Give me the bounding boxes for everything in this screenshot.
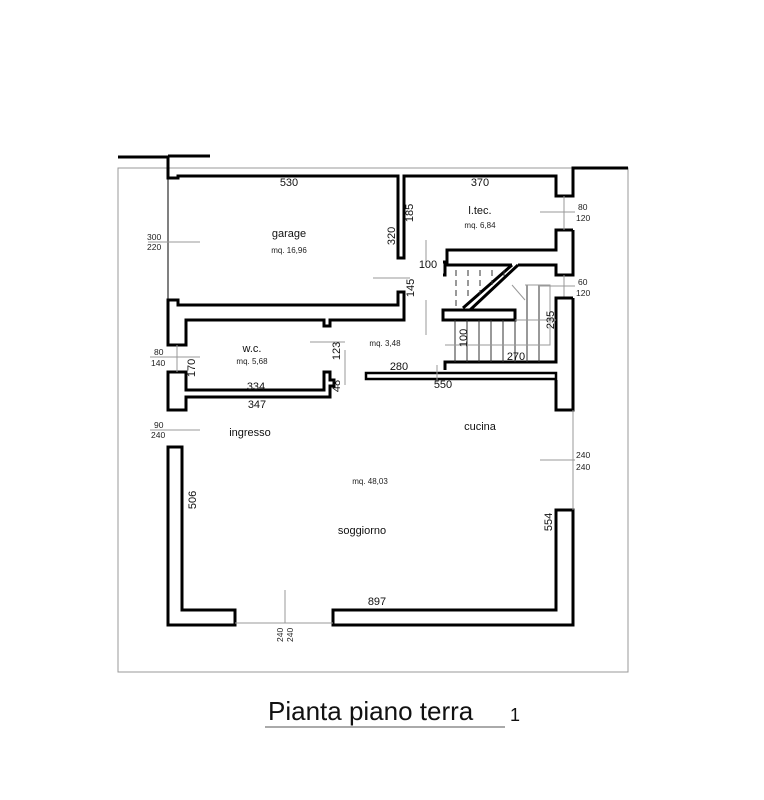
dim-554: 554 <box>543 513 555 531</box>
room-area-hall: mq. 3,48 <box>369 339 401 348</box>
garage-bottom-wall <box>166 290 406 347</box>
dim-897: 897 <box>368 596 386 608</box>
room-label-ingresso: ingresso <box>229 427 271 439</box>
dim-280: 280 <box>390 361 408 373</box>
room-area-garage: mq. 16,96 <box>271 246 307 255</box>
room-area-ltec: mq. 6,84 <box>464 221 496 230</box>
dim-100a: 100 <box>419 259 437 271</box>
opening-5-top: 60 <box>578 277 588 287</box>
dim-334: 334 <box>247 381 265 393</box>
opening-2-top: 80 <box>154 347 164 357</box>
opening-3-bottom: 240 <box>151 430 165 440</box>
opening-2-bottom: 140 <box>151 358 165 368</box>
opening-7-top: 240 <box>275 628 285 642</box>
living-wall-left <box>166 445 237 627</box>
site-boundary <box>117 167 629 673</box>
dim-347: 347 <box>248 399 266 411</box>
right-wall-mid <box>443 296 575 412</box>
opening-1-bottom: 220 <box>147 242 161 252</box>
dim-530: 530 <box>280 177 298 189</box>
dim-235: 235 <box>545 311 557 329</box>
room-label-soggiorno: soggiorno <box>338 525 386 537</box>
opening-1-top: 300 <box>147 232 161 242</box>
opening-3-top: 90 <box>154 420 164 430</box>
dim-320: 320 <box>386 227 398 245</box>
dim-550: 550 <box>434 379 452 391</box>
dim-170: 170 <box>186 359 198 377</box>
dim-370: 370 <box>471 177 489 189</box>
opening-6-bottom: 240 <box>576 462 590 472</box>
right-wall-upper <box>443 230 575 277</box>
wc-wall <box>166 370 336 412</box>
opening-5-bottom: 120 <box>576 288 590 298</box>
plan-title: Pianta piano terra <box>268 696 474 726</box>
opening-4-top: 80 <box>578 202 588 212</box>
room-area-wc: mq. 5,68 <box>236 357 268 366</box>
dim-123: 123 <box>331 342 343 360</box>
opening-7-bottom: 240 <box>285 628 295 642</box>
dim-185: 185 <box>404 204 416 222</box>
hall-wall <box>364 371 558 381</box>
ltec-wall <box>443 228 573 264</box>
room-label-wc: w.c. <box>242 343 262 355</box>
opening-6-top: 240 <box>576 450 590 460</box>
dim-270: 270 <box>507 351 525 363</box>
room-area-soggiorno: mq. 48,03 <box>352 477 388 486</box>
garage-wall <box>166 166 628 260</box>
dim-145: 145 <box>405 279 417 297</box>
room-label-cucina: cucina <box>464 421 497 433</box>
room-label-ltec: l.tec. <box>468 205 491 217</box>
dim-48: 48 <box>331 380 343 392</box>
opening-4-bottom: 120 <box>576 213 590 223</box>
top-left-wall <box>118 154 210 168</box>
plan-number: 1 <box>510 705 520 725</box>
dim-100b: 100 <box>458 329 470 347</box>
room-label-garage: garage <box>272 228 306 240</box>
dim-506: 506 <box>187 491 199 509</box>
staircase <box>441 263 556 362</box>
